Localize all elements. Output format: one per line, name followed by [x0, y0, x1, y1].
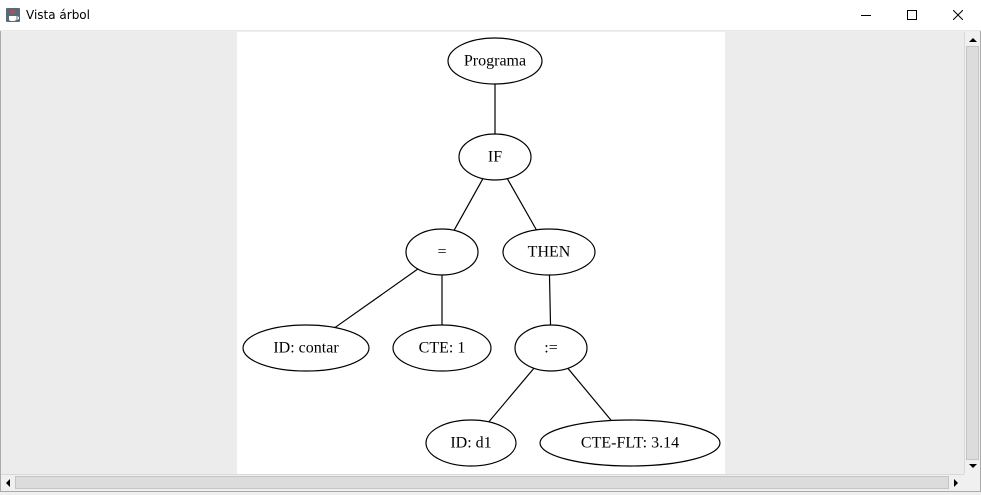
scroll-corner	[964, 474, 980, 490]
tree-edge	[334, 268, 419, 329]
tree-edge	[506, 178, 537, 231]
title-bar: Vista árbol	[0, 0, 981, 31]
tree-edge	[567, 367, 612, 421]
vertical-scrollbar[interactable]	[964, 32, 980, 474]
close-button[interactable]	[935, 0, 981, 30]
tree-node-ellipse	[502, 228, 596, 276]
horizontal-scrollbar[interactable]	[1, 474, 964, 490]
tree-node-label: ID: d1	[450, 435, 491, 452]
scroll-left-icon[interactable]	[1, 476, 15, 490]
tree-node-label: ID: contar	[273, 340, 339, 357]
tree-node-ellipse	[539, 419, 721, 467]
tree-node-ellipse	[447, 37, 543, 85]
tree-node-ellipse	[405, 228, 479, 276]
window-frame-left	[0, 31, 1, 492]
tree-node: CTE-FLT: 3.14	[539, 419, 721, 467]
tree-node-label: CTE-FLT: 3.14	[581, 435, 679, 452]
minimize-button[interactable]	[843, 0, 889, 30]
close-icon	[953, 10, 963, 20]
tree-node-label: =	[437, 244, 446, 261]
tree-node-ellipse	[392, 324, 492, 372]
tree-node: ID: contar	[242, 324, 370, 372]
minimize-icon	[861, 10, 871, 20]
tree-node: Programa	[447, 37, 543, 85]
window-title: Vista árbol	[26, 8, 90, 22]
tree-node-ellipse	[458, 133, 532, 181]
tree-node-label: :=	[544, 340, 557, 357]
maximize-icon	[907, 10, 917, 20]
vertical-scroll-thumb[interactable]	[966, 46, 979, 460]
tree-node: =	[405, 228, 479, 276]
tree-node-ellipse	[242, 324, 370, 372]
tree-edge	[548, 274, 552, 326]
scroll-right-icon[interactable]	[949, 476, 963, 490]
horizontal-scroll-thumb[interactable]	[15, 476, 949, 489]
tree-node: IF	[458, 133, 532, 181]
tree-node: :=	[514, 324, 588, 372]
tree-node-label: CTE: 1	[419, 340, 466, 357]
maximize-button[interactable]	[889, 0, 935, 30]
tree-node: THEN	[502, 228, 596, 276]
tree-node: ID: d1	[425, 419, 517, 467]
java-cup-icon	[5, 7, 21, 23]
tree-node-ellipse	[425, 419, 517, 467]
tree-node: CTE: 1	[392, 324, 492, 372]
scroll-down-icon[interactable]	[966, 459, 980, 473]
tree-edge	[453, 178, 484, 231]
tree-edge	[488, 367, 535, 423]
tree-node-label: IF	[488, 149, 502, 166]
tree-node-label: Programa	[464, 53, 526, 70]
tree-node-ellipse	[514, 324, 588, 372]
tree-node-label: THEN	[528, 244, 571, 261]
scroll-up-icon[interactable]	[966, 33, 980, 47]
